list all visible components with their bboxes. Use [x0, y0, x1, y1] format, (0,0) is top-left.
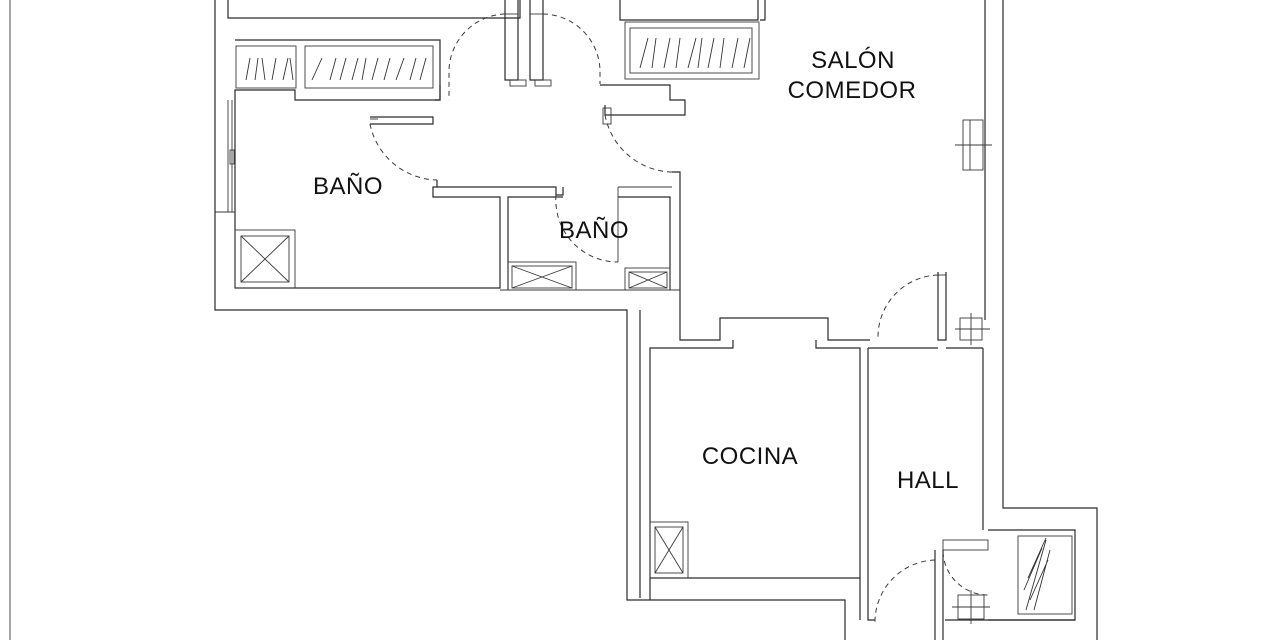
room-label-salon-line1: SALÓN [811, 47, 895, 74]
room-label-bano-left: BAÑO [312, 173, 383, 200]
salon-wall-details [868, 119, 992, 349]
room-label-hall: HALL [896, 467, 960, 494]
small-bathroom-fixtures [500, 186, 680, 291]
exterior-walls [214, 0, 1098, 640]
room-label-bano-small: BAÑO [558, 217, 629, 244]
kitchen-walls [649, 340, 861, 620]
room-label-salon-line2: COMEDOR [787, 77, 917, 104]
corridor-doors [369, 107, 870, 341]
left-bathroom-fixtures [215, 100, 296, 289]
room-label-cocina: COCINA [701, 443, 799, 470]
top-closets [227, 0, 766, 125]
hall-walls [867, 348, 1076, 640]
